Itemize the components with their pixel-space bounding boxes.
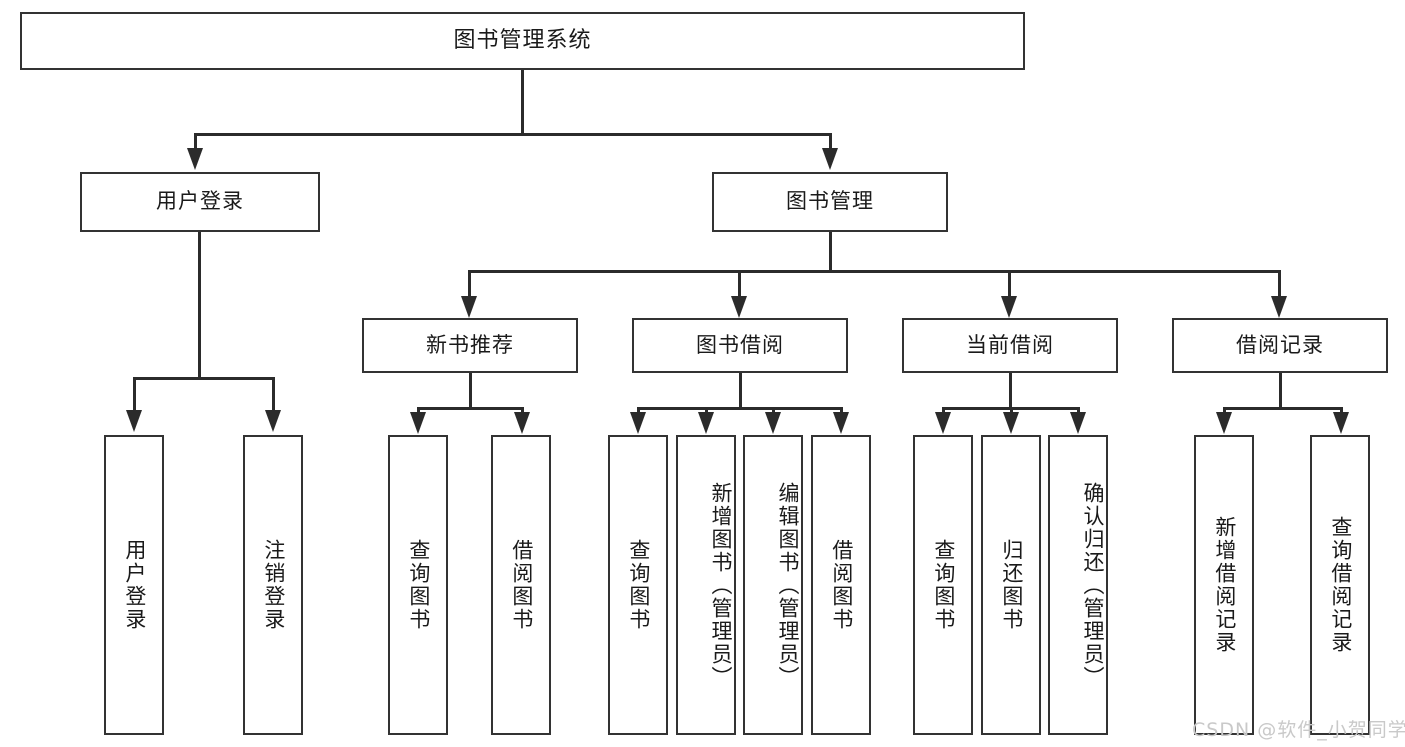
edge-br-stem [1279, 373, 1282, 409]
leaf-bb-query-book[interactable]: 查询图书 [608, 435, 668, 735]
node-new-book-recommend[interactable]: 新书推荐 [362, 318, 578, 373]
node-current-borrow[interactable]: 当前借阅 [902, 318, 1118, 373]
edge-drop-book-mgmt [829, 133, 832, 151]
edge-drop-new-book [468, 270, 471, 298]
node-borrow-record[interactable]: 借阅记录 [1172, 318, 1388, 373]
arrow-br-0 [1216, 412, 1232, 434]
edge-drop-leaf-logout [272, 377, 275, 413]
edge-drop-current-borrow [1008, 270, 1011, 298]
arrow-cb-2 [1070, 412, 1086, 434]
leaf-nbr-query-book[interactable]: 查询图书 [388, 435, 448, 735]
edge-drop-borrow-record [1278, 270, 1281, 298]
edge-cb-stem [1009, 373, 1012, 409]
arrow-bb-0 [630, 412, 646, 434]
arrow-user-login [187, 148, 203, 170]
arrow-current-borrow [1001, 296, 1017, 318]
arrow-borrow-record [1271, 296, 1287, 318]
arrow-cb-0 [935, 412, 951, 434]
node-book-borrow[interactable]: 图书借阅 [632, 318, 848, 373]
edge-book-mgmt-stem [829, 232, 832, 272]
watermark-text: CSDN @软件_小贺同学 [1192, 719, 1405, 741]
arrow-leaf-user-login [126, 410, 142, 432]
edge-br-bus [1223, 407, 1340, 410]
arrow-cb-1 [1003, 412, 1019, 434]
arrow-br-1 [1333, 412, 1349, 434]
leaf-bb-add-book-admin[interactable]: 新增图书（管理员） [676, 435, 736, 735]
arrow-new-book [461, 296, 477, 318]
leaf-logout[interactable]: 注销登录 [243, 435, 303, 735]
arrow-bb-2 [765, 412, 781, 434]
edge-drop-user-login [194, 133, 197, 151]
edge-user-login-bus [133, 377, 275, 380]
leaf-nbr-borrow-book[interactable]: 借阅图书 [491, 435, 551, 735]
arrow-bb-1 [698, 412, 714, 434]
edge-bb-stem [739, 373, 742, 409]
edge-root-bus [194, 133, 832, 136]
edge-book-mgmt-bus [468, 270, 1280, 273]
leaf-br-query-record[interactable]: 查询借阅记录 [1310, 435, 1370, 735]
arrow-nbr-1 [514, 412, 530, 434]
leaf-cb-return-book[interactable]: 归还图书 [981, 435, 1041, 735]
edge-bb-bus [637, 407, 842, 410]
leaf-cb-query-book[interactable]: 查询图书 [913, 435, 973, 735]
edge-nbr-stem [469, 373, 472, 409]
leaf-cb-confirm-return-admin[interactable]: 确认归还（管理员） [1048, 435, 1108, 735]
leaf-bb-borrow-book[interactable]: 借阅图书 [811, 435, 871, 735]
edge-user-login-stem [198, 232, 201, 379]
arrow-bb-3 [833, 412, 849, 434]
arrow-book-mgmt [822, 148, 838, 170]
node-book-management[interactable]: 图书管理 [712, 172, 948, 232]
edge-root-stem [521, 70, 524, 134]
leaf-bb-edit-book-admin[interactable]: 编辑图书（管理员） [743, 435, 803, 735]
arrow-book-borrow [731, 296, 747, 318]
leaf-user-login[interactable]: 用户登录 [104, 435, 164, 735]
edge-drop-leaf-user-login [133, 377, 136, 413]
leaf-br-add-record[interactable]: 新增借阅记录 [1194, 435, 1254, 735]
edge-drop-book-borrow [738, 270, 741, 298]
edge-nbr-bus [417, 407, 523, 410]
node-user-login[interactable]: 用户登录 [80, 172, 320, 232]
arrow-leaf-logout [265, 410, 281, 432]
arrow-nbr-0 [410, 412, 426, 434]
node-root-system[interactable]: 图书管理系统 [20, 12, 1025, 70]
